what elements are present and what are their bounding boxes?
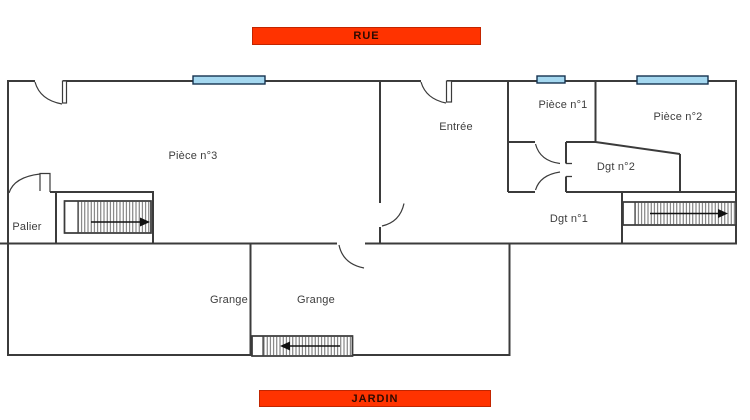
door-arc <box>381 203 405 227</box>
room-label-entree: Entrée <box>439 121 473 133</box>
stairs-arrow-head <box>718 209 728 218</box>
room-label-dgt1: Dgt n°1 <box>549 213 589 225</box>
stairs-arrow-head <box>140 217 150 227</box>
doors <box>8 80 561 269</box>
door-arc <box>338 244 365 269</box>
room-label-dgt2: Dgt n°2 <box>596 161 636 173</box>
room-label-grange-left: Grange <box>210 294 248 306</box>
door-leaf <box>445 80 453 103</box>
door-arc <box>534 171 561 191</box>
staircase-upper-right <box>622 201 737 226</box>
windows <box>192 75 709 85</box>
staircase-upper-left <box>63 200 152 234</box>
staircase-grange <box>251 335 354 357</box>
street-banner: RUE <box>252 27 481 45</box>
wall <box>595 141 681 155</box>
window <box>536 75 566 84</box>
stairs-arrow-head <box>280 341 290 351</box>
room-label-grange-right: Grange <box>297 294 335 306</box>
interior-walls <box>50 81 736 355</box>
door-jamb <box>39 172 51 192</box>
door-arc <box>534 143 561 165</box>
garden-banner: JARDIN <box>259 390 491 407</box>
door-arc <box>34 81 63 105</box>
street-banner-label: RUE <box>353 30 380 42</box>
door-arc <box>8 173 41 194</box>
window <box>636 75 709 85</box>
room-label-piece3: Pièce n°3 <box>168 150 218 162</box>
window <box>192 75 266 85</box>
room-label-piece2: Pièce n°2 <box>653 111 703 123</box>
door-leaf <box>61 80 68 104</box>
room-label-piece1: Pièce n°1 <box>538 99 588 111</box>
room-label-palier: Palier <box>12 221 42 233</box>
garden-banner-label: JARDIN <box>351 392 399 405</box>
wall-ticks <box>566 162 572 178</box>
door-arc <box>420 81 447 104</box>
